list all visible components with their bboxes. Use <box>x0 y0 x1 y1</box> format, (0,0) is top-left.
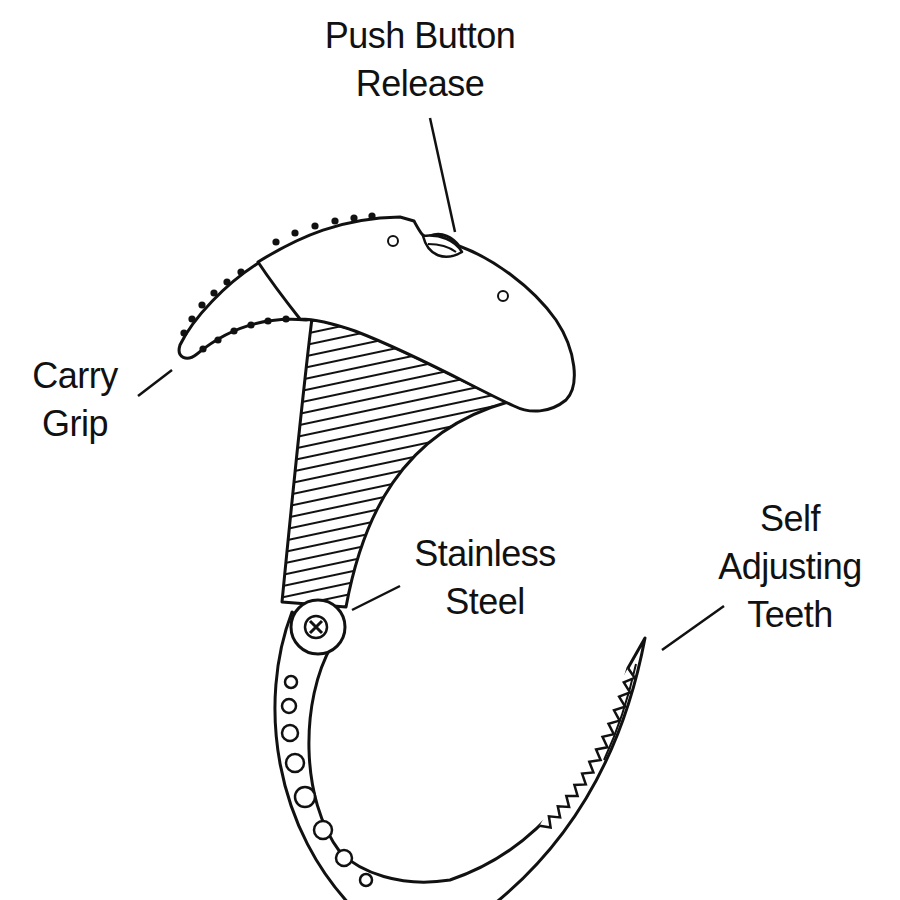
grip-dot <box>214 336 221 343</box>
part-label: Self Adjusting Teeth <box>685 495 895 639</box>
grip-dot <box>282 315 289 322</box>
lower-arm <box>275 612 645 900</box>
grip-dot <box>180 329 187 336</box>
leader-line <box>138 370 172 396</box>
grip-dot <box>198 301 205 308</box>
grip-dot <box>291 229 298 236</box>
part-label: Carry Grip <box>10 352 140 448</box>
leader-line <box>352 586 400 610</box>
grip-dot <box>311 222 318 229</box>
grip-dot <box>331 217 338 224</box>
grip-dot <box>210 289 217 296</box>
push-button <box>423 236 462 257</box>
handle-head <box>258 217 574 411</box>
grip-dot <box>199 345 206 352</box>
part-label: Stainless Steel <box>393 530 578 626</box>
teeth <box>540 668 635 827</box>
grip-dot <box>223 278 230 285</box>
grip-dot <box>247 321 254 328</box>
pivot <box>291 600 345 654</box>
grip-dot <box>264 317 271 324</box>
grip-dot <box>368 212 375 219</box>
grip-dot <box>237 268 244 275</box>
leader-line <box>430 118 455 232</box>
grip-dot <box>272 238 279 245</box>
leader-line <box>662 606 724 650</box>
grip-dot <box>230 327 237 334</box>
grip-dot <box>188 315 195 322</box>
grip-dot <box>350 214 357 221</box>
part-label: Push Button Release <box>300 12 540 108</box>
